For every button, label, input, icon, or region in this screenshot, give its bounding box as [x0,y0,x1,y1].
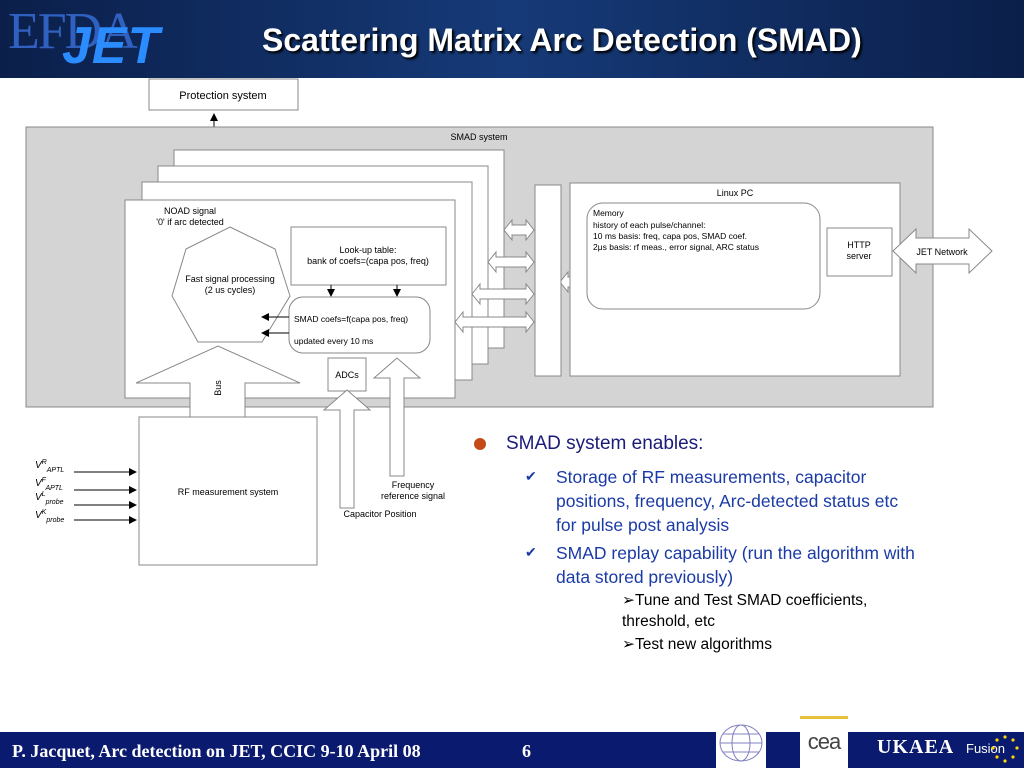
linux-pc-label: Linux PC [717,188,754,198]
adcs-label: ADCs [335,370,359,380]
jet-network-arrow [892,227,993,275]
lookup-table-box [290,226,447,286]
efda-logo: EFDA [8,3,138,60]
bullet-item-1-line-3: for pulse post analysis [556,515,730,535]
sub-bullet-2: ➢Test new algorithms [622,634,982,655]
rf-measurement-label: RF measurement system [178,487,279,497]
bullet-item-1-line-1: Storage of RF measurements, capacitor [556,467,867,487]
frequency-arrow [372,357,422,477]
smad-coefs-label: SMAD coefs=f(capa pos, freq) [294,314,408,324]
svg-text:VLprobe: VLprobe [35,491,64,506]
http-server-box [826,227,893,277]
svg-text:VRAPTL: VRAPTL [35,459,64,474]
bullet-item-2-line-1: SMAD replay capability (run the algorith… [556,543,915,563]
eu-stars-icon [986,732,1024,768]
bullet-item-1: ✔ Storage of RF measurements, capacitor … [525,465,995,537]
http-server-label: HTTP [847,240,871,250]
cea-logo: cea [807,729,841,754]
memory-box [586,202,821,310]
bullet-main: SMAD system enables: [474,433,703,455]
memory-line-3: 10 ms basis: freq, capa pos, SMAD coef. [593,231,747,241]
svg-text:VFAPTL: VFAPTL [35,477,63,492]
jet-network-label: JET Network [916,247,968,257]
sub-bullet-1-line-1: Tune and Test SMAD coefficients, [635,592,868,609]
sub-bullet-2-text: Test new algorithms [635,636,772,653]
page-number: 6 [522,741,531,761]
memory-line-4: 2μs basis: rf meas., error signal, ARC s… [593,242,759,252]
adcs-box [327,357,367,392]
input-labels: VRAPTL VFAPTL VLprobe VKprobe [35,459,64,524]
fast-signal-label: Fast signal processing [185,274,275,284]
noad-signal-label: NOAD signal [164,206,216,216]
smad-coefs-box [288,296,431,354]
lhcd-logo [716,716,766,768]
capacitor-position-label: Capacitor Position [343,509,416,519]
lookup-table-sublabel: bank of coefs=(capa pos, freq) [307,256,429,266]
fast-signal-processing-shape [171,226,291,343]
arrow-bullet-icon: ➢ [622,592,635,609]
memory-line-2: history of each pulse/channel: [593,220,705,230]
bullet-item-2-line-2: data stored previously) [556,567,734,587]
sub-bullet-1-line-2: threshold, etc [622,613,716,630]
lookup-table-label: Look-up table: [339,245,396,255]
bus-label: Bus [213,380,223,396]
slide-title: Scattering Matrix Arc Detection (SMAD) [262,22,862,58]
ukaea-logo: UKAEA [877,736,955,758]
header-bar [0,0,1024,78]
memory-label: Memory [593,208,624,218]
smad-coefs-sublabel: updated every 10 ms [294,336,373,346]
bullet-item-2: ✔ SMAD replay capability (run the algori… [525,541,995,589]
sub-bullet-1: ➢Tune and Test SMAD coefficients, thresh… [622,590,982,632]
globe-icon [719,724,763,762]
footer-bar [0,732,1024,768]
fast-signal-sublabel: (2 us cycles) [205,285,256,295]
smad-diagram: Protection system SMAD system NOAD signa… [25,78,993,566]
svg-text:VKprobe: VKprobe [35,509,64,524]
http-server-sublabel: server [846,251,871,261]
frequency-sublabel: reference signal [381,491,445,501]
bullet-main-text: SMAD system enables: [506,433,704,454]
bullet-dot-icon [474,438,486,450]
jet-logo: JET [62,17,161,75]
capacitor-arrow [322,389,372,509]
check-icon: ✔ [525,544,537,560]
bus-column [534,184,562,377]
footer-text: P. Jacquet, Arc detection on JET, CCIC 9… [12,741,421,761]
smad-system-label: SMAD system [450,132,507,142]
protection-system-box [148,78,299,111]
rf-measurement-box [138,416,318,566]
bullet-item-1-line-2: positions, frequency, Arc-detected statu… [556,491,899,511]
fusion-logo: Fusion [966,741,1006,756]
frequency-label: Frequency [392,480,435,490]
arrow-bullet-icon: ➢ [622,636,635,653]
protection-system-label: Protection system [179,90,266,102]
check-icon: ✔ [525,468,537,484]
cea-logo-box: cea [800,716,848,771]
noad-signal-sublabel: '0' if arc detected [156,217,223,227]
